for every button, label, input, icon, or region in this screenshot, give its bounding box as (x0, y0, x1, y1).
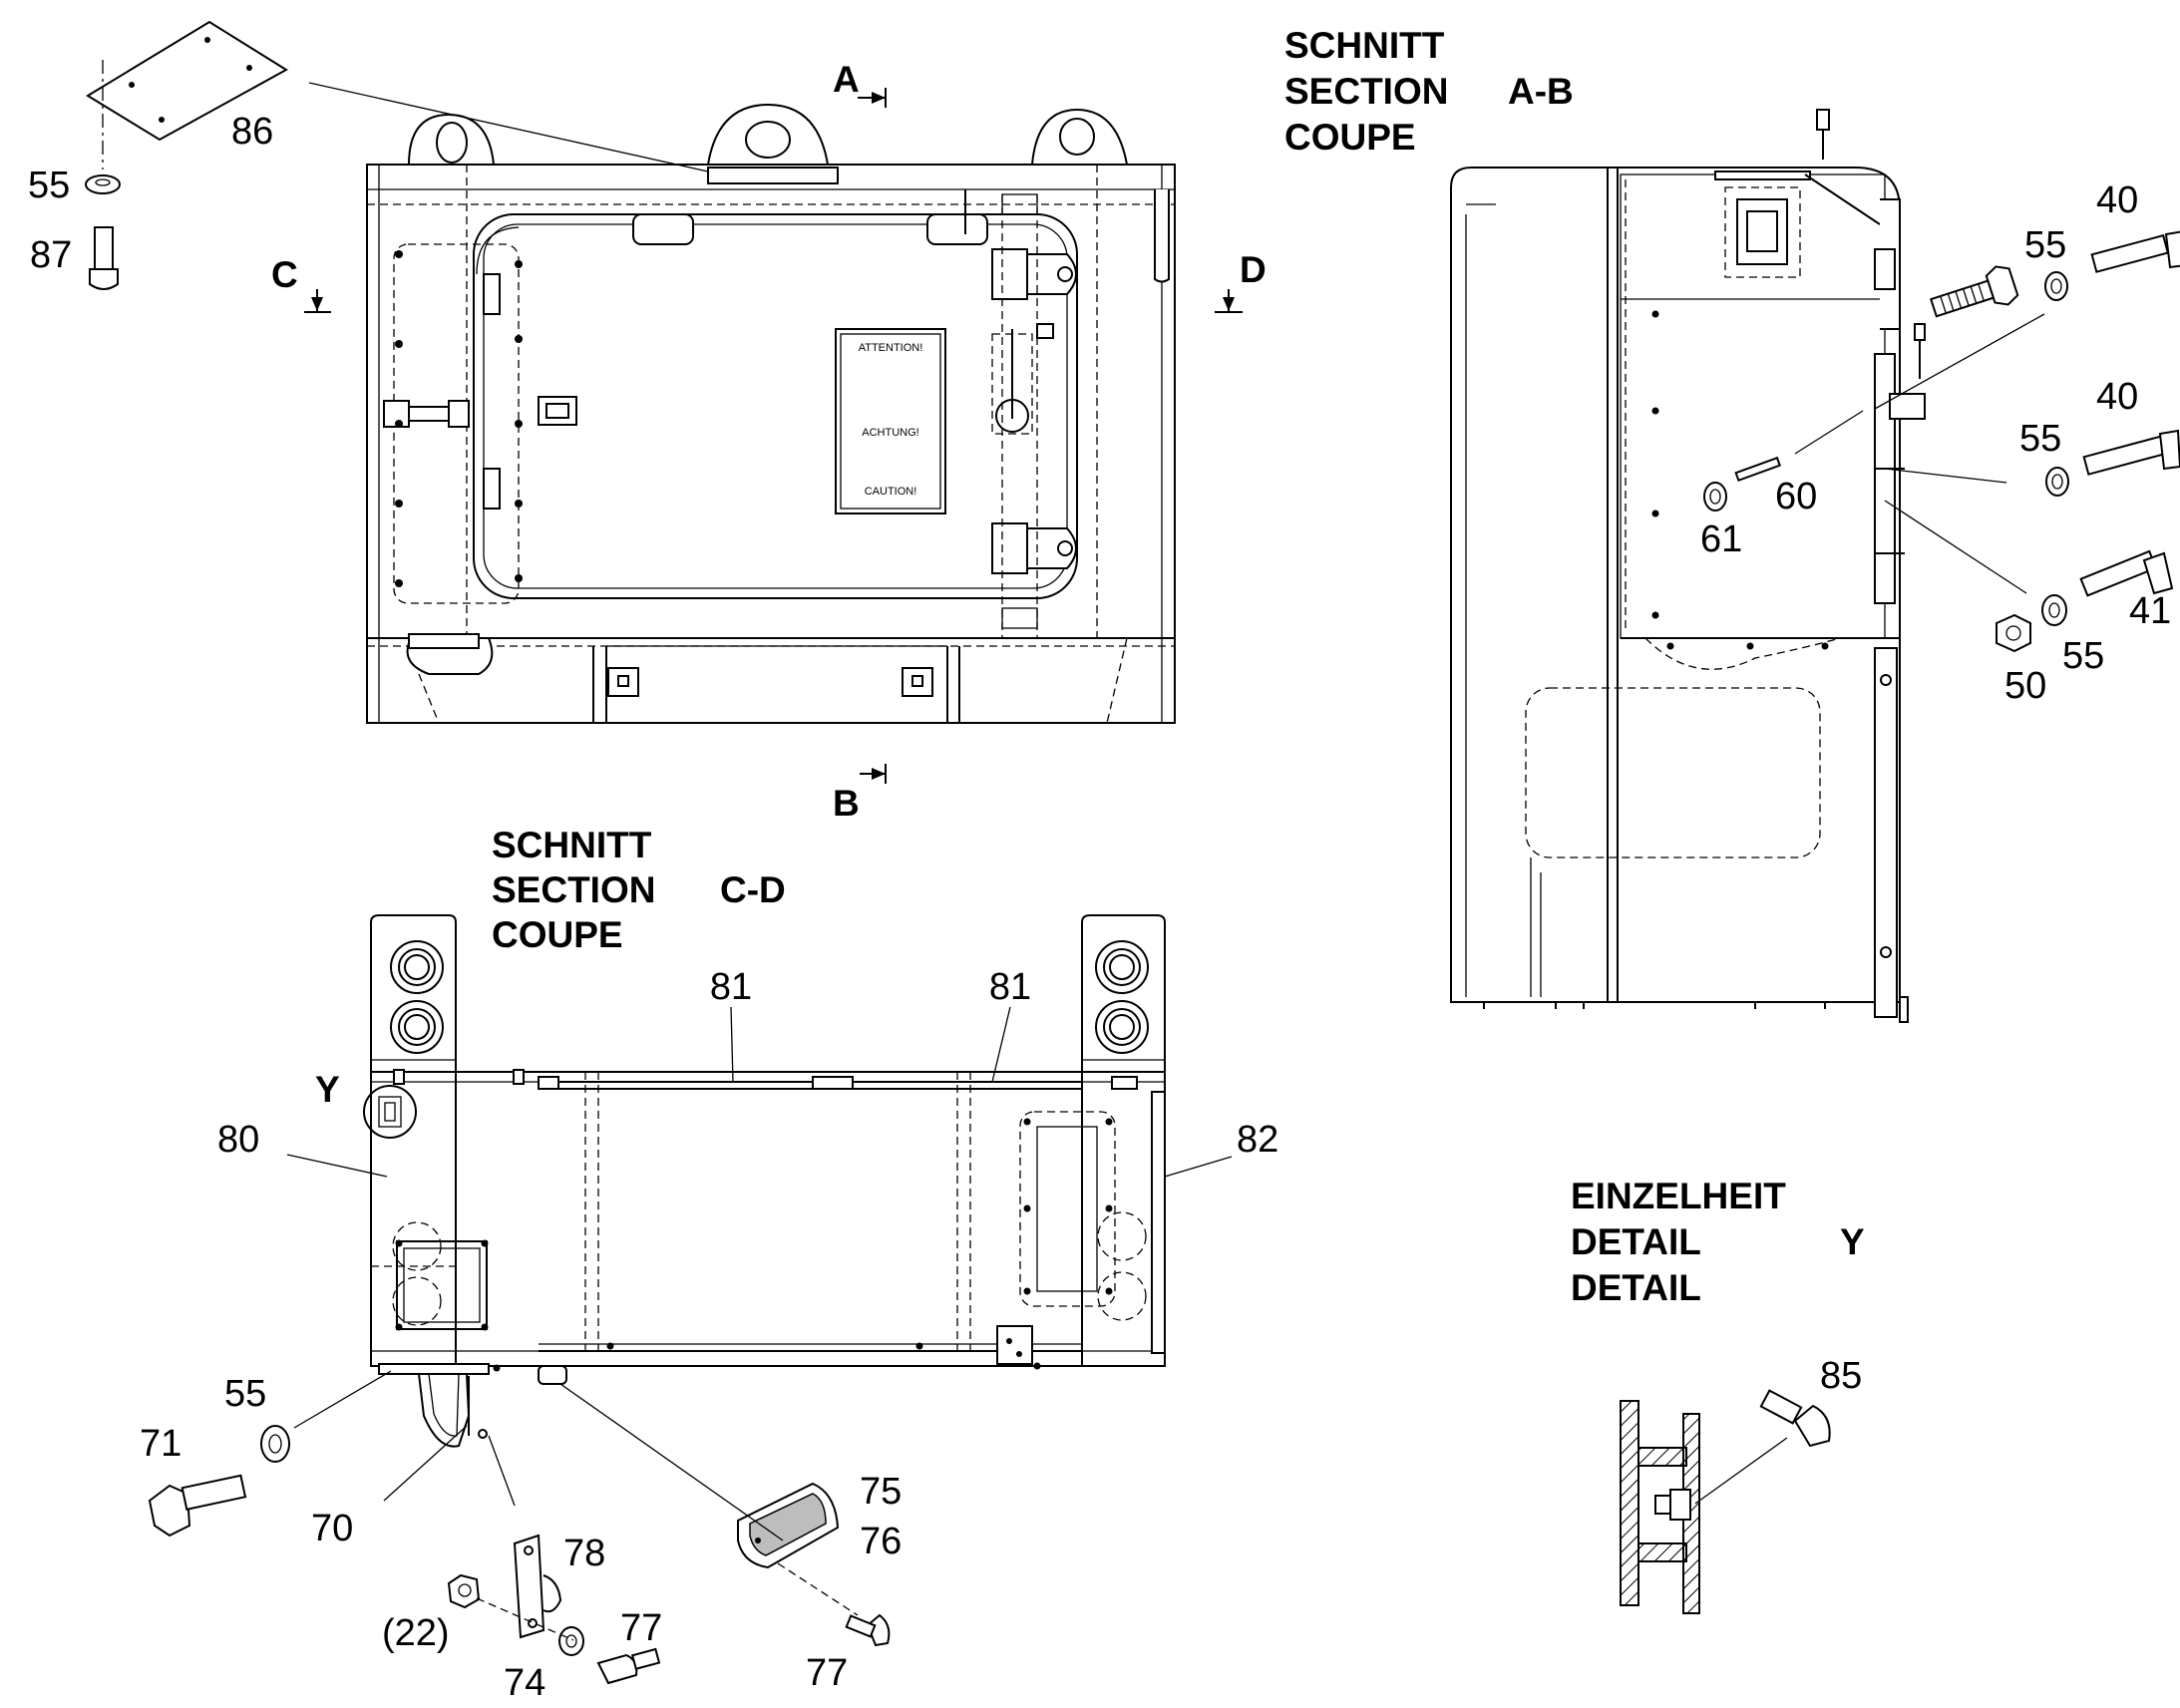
section-arrow-b: B (833, 764, 887, 824)
top-view: ATTENTION! ACHTUNG! CAUTION! (308, 82, 1176, 724)
callout-80: 80 (217, 1119, 259, 1161)
section-label-d: D (1240, 249, 1267, 290)
callout-55-top: 55 (28, 165, 70, 206)
part-85-screw (1759, 1389, 1831, 1448)
part-74-washer (558, 1626, 584, 1656)
part-60-pin (1734, 456, 1781, 483)
callout-81-right: 81 (989, 966, 1031, 1008)
heading-ab-code: A-B (1508, 71, 1574, 112)
warning-text-attention: ATTENTION! (859, 342, 923, 354)
callout-55-upper: 55 (2024, 224, 2066, 266)
warning-sign (835, 328, 946, 514)
part-87-bolt (89, 226, 119, 290)
heading-cd-code: C-D (720, 869, 786, 910)
detail-y-marker: Y (315, 1069, 417, 1139)
callout-55-left: 55 (224, 1373, 266, 1415)
section-ab-view (1450, 109, 1926, 1023)
callout-85: 85 (1820, 1355, 1862, 1397)
part-86-cover-plate (86, 20, 288, 170)
detail-y-label: Y (315, 1069, 340, 1110)
part-55-washer-middle (2045, 467, 2069, 497)
callout-numbers: 86 55 87 40 55 40 55 60 61 41 50 55 81 8… (28, 111, 2171, 1704)
callout-60: 60 (1775, 476, 1817, 517)
callout-77-right: 77 (806, 1652, 848, 1694)
part-22-nut (447, 1573, 481, 1609)
callout-76: 76 (860, 1521, 902, 1562)
callout-55-middle: 55 (2019, 418, 2061, 460)
callout-71: 71 (140, 1423, 182, 1465)
callout-87: 87 (30, 234, 72, 276)
heading-ab-line3: COUPE (1284, 117, 1416, 158)
part-40-bolt-lower (2082, 429, 2180, 476)
callout-55-lower: 55 (2062, 635, 2104, 677)
section-label-b: B (833, 783, 860, 824)
callout-77-left: 77 (620, 1607, 662, 1649)
part-55-washer-lower (2041, 594, 2067, 626)
callout-61: 61 (1700, 518, 1742, 560)
lifting-eye (706, 103, 830, 166)
section-label-a: A (833, 59, 860, 100)
warning-text-caution: CAUTION! (865, 486, 917, 498)
callout-75: 75 (860, 1471, 902, 1513)
callout-40-lower: 40 (2096, 376, 2138, 418)
callout-74: 74 (504, 1662, 545, 1704)
part-77-screw-right (845, 1613, 891, 1647)
heading-detail-y: EINZELHEIT DETAIL DETAIL Y (1571, 1176, 1865, 1308)
callout-70: 70 (311, 1508, 353, 1549)
heading-ab-line1: SCHNITT (1284, 25, 1445, 66)
section-arrow-d: D (1215, 249, 1267, 313)
part-55-washer-top (85, 174, 121, 194)
section-label-c: C (271, 254, 298, 295)
part-40-bolt-upper (2090, 230, 2180, 273)
part-50-nut (1996, 613, 2031, 653)
part-75-76-cover (737, 1482, 840, 1569)
warning-text-achtung: ACHTUNG! (862, 427, 918, 439)
heading-section-cd: SCHNITT SECTION COUPE C-D (492, 825, 786, 955)
section-arrow-a: A (833, 59, 887, 108)
heading-cd-line2: SECTION (492, 869, 655, 910)
lifting-eye (407, 113, 496, 166)
heading-ab-line2: SECTION (1284, 71, 1448, 112)
callout-50: 50 (2004, 665, 2046, 707)
heading-y-code: Y (1840, 1221, 1865, 1262)
part-61-washer (1703, 482, 1727, 512)
part-55-washer-left (260, 1425, 290, 1463)
part-77-screw-left (596, 1647, 661, 1685)
heading-cd-line1: SCHNITT (492, 825, 652, 865)
enclosure-outline-top (366, 164, 1176, 724)
part-71-bolt (148, 1474, 247, 1537)
section-cd-view (370, 914, 1166, 1448)
callout-78: 78 (563, 1533, 605, 1574)
heading-cd-line3: COUPE (492, 914, 623, 955)
part-41-bolt (2079, 549, 2174, 597)
callout-82: 82 (1237, 1119, 1278, 1161)
part-55-washer-upper (2044, 271, 2068, 301)
callout-41: 41 (2129, 590, 2171, 632)
callout-22: (22) (382, 1612, 450, 1654)
callout-81-left: 81 (710, 966, 752, 1008)
latch (383, 400, 470, 428)
callout-40-upper: 40 (2096, 179, 2138, 221)
lifting-eye (1030, 108, 1129, 166)
detail-y-view (1620, 1400, 1700, 1614)
heading-y-line3: DETAIL (1571, 1267, 1701, 1308)
door-outline (473, 213, 1078, 599)
callout-86: 86 (231, 111, 273, 153)
section-arrow-c: C (271, 254, 331, 313)
fastener-dots (395, 250, 523, 587)
heading-y-line1: EINZELHEIT (1571, 1176, 1786, 1216)
part-78-bracket (513, 1534, 562, 1639)
heading-section-ab: SCHNITT SECTION COUPE A-B (1284, 25, 1574, 158)
heading-y-line2: DETAIL (1571, 1221, 1701, 1262)
